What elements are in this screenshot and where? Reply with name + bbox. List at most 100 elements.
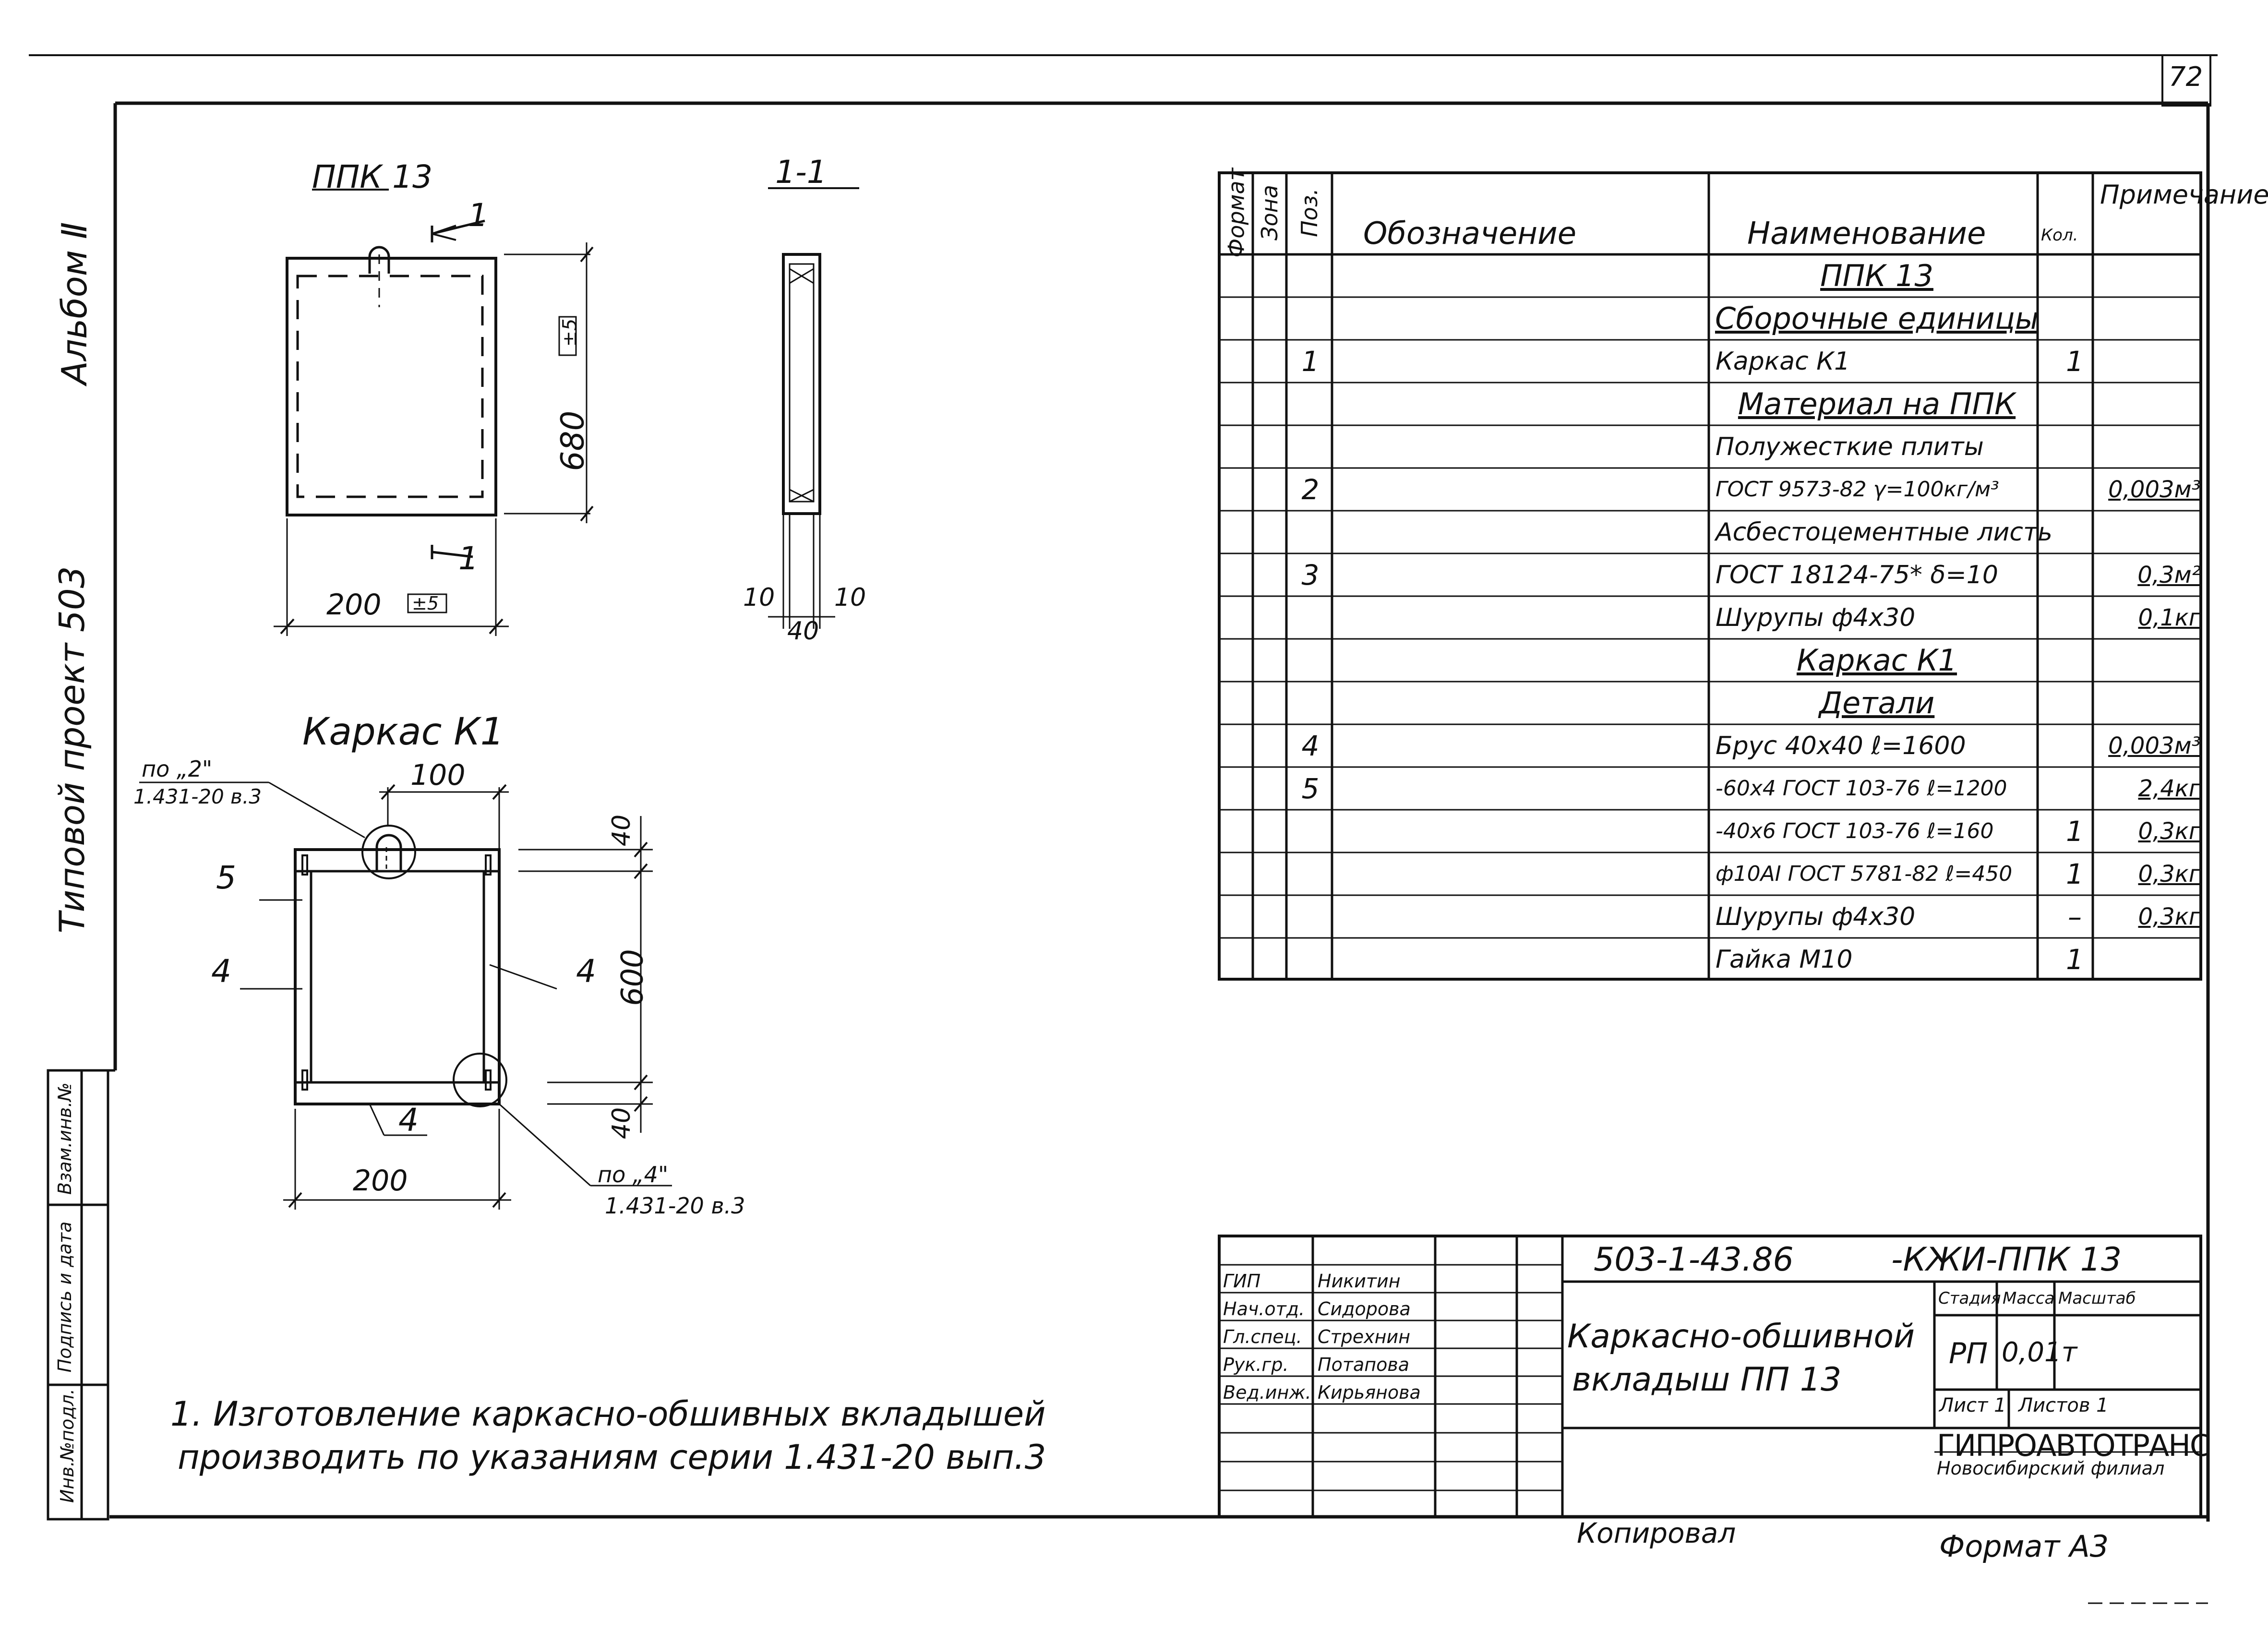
spec-qty: – (2068, 900, 2082, 933)
scale-label: Масштаб (2058, 1289, 2136, 1308)
spec-pos (1291, 682, 1330, 724)
panel-height-tol: ±5 (559, 318, 581, 347)
section-mark-top: 1 (468, 197, 488, 234)
organization: ГИПРОАВТОТРАНС (1937, 1428, 2210, 1463)
spec-name: Материал на ППК (1738, 386, 2016, 421)
spec-row: 1 Каркас К1 1 (1219, 340, 2201, 383)
project-label: Типовой проект 503 (52, 566, 92, 934)
spec-row: Детали (1219, 682, 2201, 724)
panel-width-dim: 200 (326, 588, 382, 622)
doc-code: 503-1-43.86 (1594, 1241, 1794, 1279)
spec-qty (2047, 297, 2102, 340)
frame-ref-bottom: по „4" (598, 1162, 669, 1188)
staff-name: Никитин (1318, 1271, 1401, 1292)
header-zone: Зона (1257, 185, 1283, 240)
spec-pos: 1 (1301, 345, 1320, 378)
spec-pos (1291, 297, 1330, 340)
staff-role: Рук.гр. (1223, 1354, 1289, 1375)
spec-qty (2047, 553, 2102, 596)
frame-dim-top: 100 (410, 758, 466, 792)
spec-row: Сборочные единицы (1219, 297, 2201, 340)
spec-qty (2047, 425, 2102, 468)
frame-dim-height: 600 (614, 949, 650, 1006)
spec-row: Шурупы ф4х30 – 0,3кг (1219, 895, 2201, 938)
sheets-label: Листов 1 (2018, 1394, 2109, 1416)
spec-qty (2047, 468, 2102, 511)
spec-qty: 1 (2066, 345, 2084, 378)
spec-name: Асбестоцементные листы (1716, 517, 2052, 547)
spec-pos: 4 (1301, 729, 1320, 762)
spec-name: Шурупы ф4х30 (1716, 603, 1916, 632)
mass-label: Масса (2003, 1289, 2055, 1308)
branch: Новосибирский филиал (1937, 1458, 2165, 1479)
note-line-1: 1. Изготовление каркасно-обшивных вклады… (170, 1394, 1046, 1434)
staff-name: Кирьянова (1318, 1382, 1421, 1403)
spec-name: Шурупы ф4х30 (1716, 902, 1916, 931)
spec-note-text: 0,3м² (2137, 561, 2201, 588)
spec-pos (1291, 810, 1330, 852)
spec-note (2105, 425, 2204, 468)
spec-name: Полужесткие плиты (1716, 432, 1984, 461)
page-number: 72 (2169, 61, 2203, 93)
frame-ref-top-series: 1.431-20 в.3 (133, 785, 262, 808)
spec-note-text: 0,3кг (2138, 903, 2201, 930)
staff-role: ГИП (1223, 1271, 1261, 1292)
spec-note: 0,3кг (2105, 852, 2204, 895)
spec-note (2105, 639, 2204, 682)
spec-name: Детали (1819, 685, 1935, 720)
header-pos: Поз. (1296, 188, 1323, 237)
spec-qty: 1 (2066, 815, 2084, 848)
spec-note (2105, 340, 2204, 383)
spec-pos (1291, 383, 1330, 425)
format-label: Формат А3 (1939, 1529, 2109, 1564)
sheet-label: Лист 1 (1939, 1394, 2006, 1416)
mass-value: 0,01т (2002, 1337, 2077, 1368)
spec-pos (1291, 639, 1330, 682)
spec-qty (2047, 767, 2102, 810)
spec-pos (1291, 938, 1330, 981)
stage-label: Стадия (1938, 1289, 2001, 1308)
header-qty: Кол. (2041, 226, 2078, 245)
header-note: Примечание (2100, 180, 2268, 210)
spec-row: Материал на ППК (1219, 383, 2201, 425)
spec-name: ГОСТ 9573-82 γ=100кг/м³ (1716, 477, 1999, 502)
spec-name: Каркас К1 (1716, 347, 1850, 376)
staff-name: Сидорова (1318, 1298, 1411, 1320)
spec-pos (1291, 852, 1330, 895)
spec-qty (2047, 682, 2102, 724)
spec-pos: 3 (1301, 558, 1320, 591)
spec-pos (1291, 425, 1330, 468)
spec-pos: 2 (1301, 473, 1320, 506)
spec-name: Сборочные единицы (1715, 301, 2039, 336)
spec-name: Гайка М10 (1716, 945, 1853, 974)
spec-note-text: 0,1кг (2138, 604, 2201, 631)
spec-qty (2047, 254, 2102, 297)
spec-note: 0,3кг (2105, 810, 2204, 852)
frame-dim-lower: 40 (607, 1107, 636, 1140)
spec-pos (1291, 254, 1330, 297)
header-designation: Обозначение (1363, 216, 1577, 252)
frame-title: Каркас К1 (302, 710, 504, 754)
doc-title-line-2: вкладыш ПП 13 (1572, 1361, 1842, 1399)
spec-row: Шурупы ф4х30 0,1кг (1219, 596, 2201, 639)
spec-note: 0,3м² (2105, 553, 2204, 596)
stamp-replace-inv: Взам.инв.№ (54, 1082, 75, 1195)
spec-row: Асбестоцементные листы (1219, 511, 2201, 553)
frame-dim-upper: 40 (607, 814, 636, 847)
spec-qty: 1 (2066, 857, 2084, 890)
doc-title-line-1: Каркасно-обшивной (1567, 1318, 1915, 1356)
spec-name: -60х4 ГОСТ 103-76 ℓ=1200 (1716, 776, 2007, 801)
stamp-inv-orig: Инв.№подл. (57, 1389, 78, 1503)
spec-note: 0,3кг (2105, 895, 2204, 938)
spec-note (2105, 297, 2204, 340)
spec-pos (1291, 895, 1330, 938)
frame-label-pos5: 5 (216, 859, 236, 896)
header-format: Формат (1223, 168, 1249, 258)
spec-name: ППК 13 (1820, 258, 1933, 293)
staff-role: Гл.спец. (1223, 1326, 1302, 1347)
spec-qty (2047, 383, 2102, 425)
